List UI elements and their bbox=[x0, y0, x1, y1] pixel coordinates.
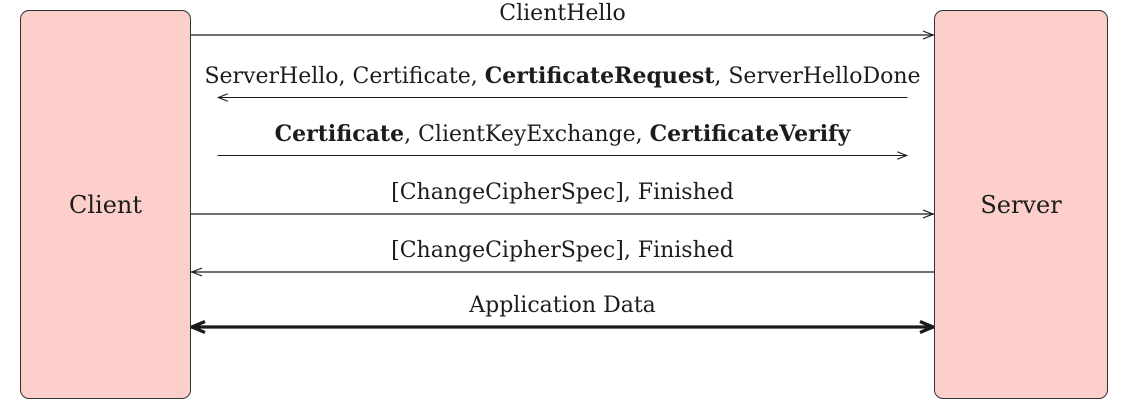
message-label: ClientHello bbox=[499, 1, 626, 26]
server-actor-label: Server bbox=[980, 190, 1062, 219]
client-actor-label: Client bbox=[68, 190, 143, 219]
message-label: Certificate, ClientKeyExchange, Certific… bbox=[274, 121, 851, 147]
message-client-certificate-group: Certificate, ClientKeyExchange, Certific… bbox=[191, 120, 934, 162]
arrow-left bbox=[216, 93, 908, 102]
arrow-right bbox=[191, 209, 934, 219]
message-client-change-cipher-spec: [ChangeCipherSpec], Finished bbox=[191, 179, 934, 221]
message-label: ServerHello, Certificate, CertificateReq… bbox=[204, 63, 921, 89]
message-label: [ChangeCipherSpec], Finished bbox=[391, 238, 734, 263]
message-label: Application Data bbox=[469, 293, 656, 318]
message-label: [ChangeCipherSpec], Finished bbox=[391, 180, 734, 205]
message-server-hello-group: ServerHello, Certificate, CertificateReq… bbox=[191, 62, 934, 104]
client-actor-box: Client bbox=[20, 10, 191, 399]
server-actor-box: Server bbox=[934, 10, 1108, 399]
arrow-right bbox=[217, 151, 909, 160]
message-server-change-cipher-spec: [ChangeCipherSpec], Finished bbox=[191, 237, 934, 279]
arrow-left bbox=[191, 267, 934, 277]
arrow-right bbox=[191, 30, 934, 40]
message-application-data: Application Data bbox=[191, 292, 934, 334]
arrow-both bbox=[191, 320, 934, 334]
message-client-hello: ClientHello bbox=[191, 0, 934, 42]
